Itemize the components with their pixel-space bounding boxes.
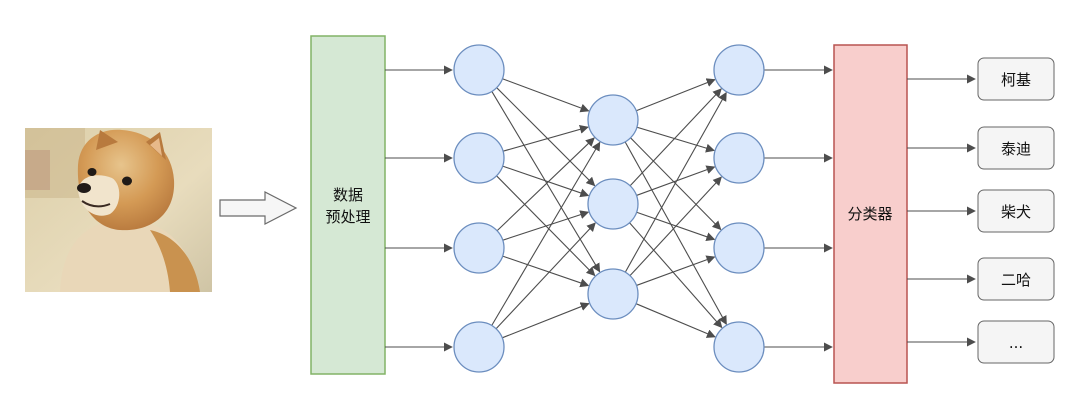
- preprocess-block: 数据 预处理: [310, 35, 386, 375]
- preprocess-box: [310, 35, 386, 375]
- edge-l2-3-to-l3-2: [629, 176, 722, 277]
- edge-l2-3-to-l3-1: [624, 91, 727, 273]
- output-class-1: 柯基: [977, 57, 1055, 101]
- edge-l1-2-to-l2-2: [502, 165, 590, 198]
- connections: [385, 65, 833, 352]
- output-label: ...: [1009, 334, 1023, 352]
- edge-l2-3-to-l3-4: [635, 303, 716, 338]
- output-label: 二哈: [1001, 271, 1031, 289]
- output-box: [977, 126, 1055, 170]
- neuron-layer1-3: [453, 222, 505, 274]
- neuron-layer3-3: [713, 222, 765, 274]
- neuron-layer2-1: [587, 94, 639, 146]
- edge-l1-1-to-l2-1: [502, 78, 590, 113]
- edge-l1-4-to-l2-1: [491, 141, 601, 326]
- edge-l1-2-to-l2-1: [502, 124, 589, 152]
- neuron-layer2-3: [587, 268, 639, 320]
- classifier-box: [833, 44, 908, 384]
- edge-l1-3-to-l2-1: [496, 137, 595, 232]
- neuron-layer3-4: [713, 321, 765, 373]
- input-arrow-icon: [219, 191, 298, 225]
- neuron-layer1-2: [453, 132, 505, 184]
- output-label: 柯基: [1001, 71, 1031, 89]
- classifier-block: 分类器: [833, 44, 908, 384]
- preprocess-label-line1: 数据: [333, 186, 363, 204]
- output-label: 柴犬: [1001, 203, 1031, 221]
- edge-l1-3-to-l2-2: [502, 210, 590, 241]
- output-box: [977, 257, 1055, 301]
- edge-l2-2-to-l3-1: [629, 88, 722, 187]
- edge-l2-1-to-l3-1: [636, 78, 716, 112]
- edge-l1-1-to-l2-3: [491, 91, 601, 273]
- output-box: [977, 320, 1055, 364]
- neuron-layer1-1: [453, 44, 505, 96]
- output-class-3: 柴犬: [977, 189, 1055, 233]
- output-class-5: ...: [977, 320, 1055, 364]
- output-class-4: 二哈: [977, 257, 1055, 301]
- neuron-layer3-2: [713, 132, 765, 184]
- dog-photo: [25, 128, 212, 292]
- edge-l2-2-to-l3-2: [636, 165, 716, 196]
- edge-l2-3-to-l3-3: [636, 255, 716, 286]
- neuron-layers: [453, 44, 765, 373]
- edge-l1-1-to-l2-2: [496, 87, 596, 187]
- edge-l1-4-to-l2-2: [495, 222, 596, 330]
- neuron-layer3-1: [713, 44, 765, 96]
- output-class-2: 泰迪: [977, 126, 1055, 170]
- output-label: 泰迪: [1001, 140, 1031, 158]
- output-box: [977, 189, 1055, 233]
- edge-l1-4-to-l2-3: [502, 302, 590, 339]
- output-box: [977, 57, 1055, 101]
- classifier-label: 分类器: [847, 205, 892, 223]
- edge-l1-3-to-l2-3: [502, 255, 590, 288]
- edge-l2-1-to-l3-2: [636, 126, 715, 153]
- output-classes: 柯基泰迪柴犬二哈...: [907, 57, 1055, 364]
- preprocess-label-line2: 预处理: [325, 208, 370, 226]
- edge-l2-1-to-l3-4: [624, 141, 727, 326]
- edge-l2-2-to-l3-4: [629, 222, 723, 329]
- neuron-layer1-4: [453, 321, 505, 373]
- neuron-layer2-2: [587, 178, 639, 230]
